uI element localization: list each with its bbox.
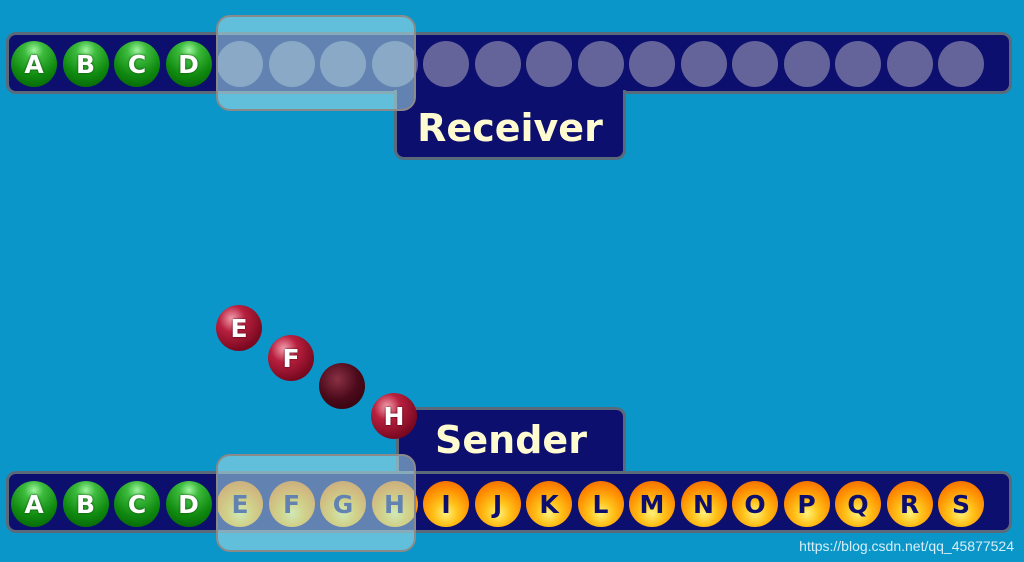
sender-window	[216, 454, 416, 552]
sender-packet-q: Q	[835, 481, 881, 527]
empty-slot	[886, 41, 933, 87]
sender-packet-b: B	[62, 481, 109, 527]
sender-packet-d: D	[165, 481, 212, 527]
empty-slot	[526, 41, 572, 87]
lost-packet	[319, 363, 365, 409]
sender-packet-m: M	[629, 481, 675, 527]
in-flight-packet-h: H	[371, 393, 417, 439]
sender-packet-j: J	[474, 481, 521, 527]
received-packet-a: A	[11, 41, 57, 87]
received-packet-b: B	[62, 41, 109, 87]
in-flight-packet-e: E	[216, 305, 262, 351]
sender-label-tab: Sender	[396, 407, 626, 477]
sender-packet-p: P	[783, 481, 830, 527]
sender-packet-l: L	[577, 481, 624, 527]
receiver-label: Receiver	[417, 105, 603, 150]
sender-packet-a: A	[11, 481, 57, 527]
receiver-window	[216, 15, 416, 111]
empty-slot	[835, 41, 881, 87]
empty-slot	[680, 41, 727, 87]
sender-label: Sender	[435, 417, 587, 462]
receiver-label-tab: Receiver	[394, 90, 626, 160]
sender-packet-c: C	[114, 481, 160, 527]
sender-packet-k: K	[526, 481, 572, 527]
empty-slot	[474, 41, 521, 87]
sender-packet-r: R	[886, 481, 933, 527]
sender-packet-s: S	[938, 481, 984, 527]
empty-slot	[938, 41, 984, 87]
empty-slot	[629, 41, 675, 87]
sender-packet-o: O	[732, 481, 778, 527]
received-packet-c: C	[114, 41, 160, 87]
empty-slot	[783, 41, 830, 87]
empty-slot	[577, 41, 624, 87]
empty-slot	[732, 41, 778, 87]
received-packet-d: D	[165, 41, 212, 87]
sender-packet-n: N	[680, 481, 727, 527]
sender-packet-i: I	[423, 481, 469, 527]
in-flight-packet-f: F	[268, 335, 314, 381]
empty-slot	[423, 41, 469, 87]
watermark: https://blog.csdn.net/qq_45877524	[799, 538, 1014, 554]
